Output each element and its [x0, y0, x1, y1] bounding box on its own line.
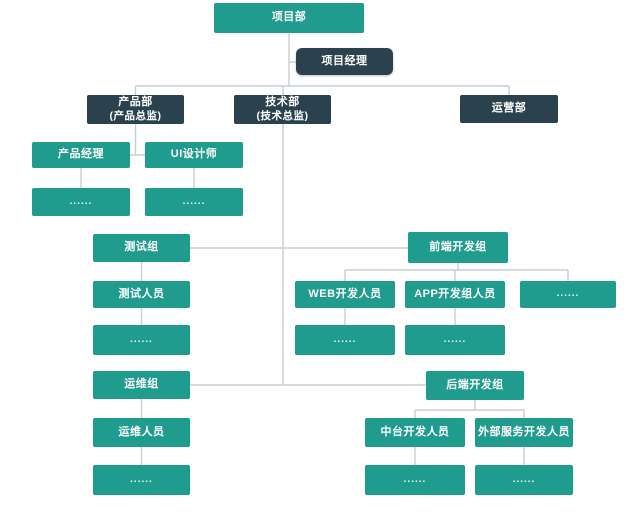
org-node-frontend-dev-group: 前端开发组 — [408, 232, 508, 263]
org-node-app-dev-more: ...... — [405, 325, 505, 355]
org-node-external-service-dev: 外部服务开发人员 — [475, 418, 573, 447]
org-node-label: ...... — [69, 195, 93, 207]
org-node-ops-staff: 运维人员 — [93, 418, 190, 447]
org-node-label: 技术部 — [265, 96, 300, 109]
org-node-label: ...... — [333, 333, 357, 345]
org-node-product-manager: 产品经理 — [32, 142, 130, 168]
org-node-label: ...... — [130, 333, 153, 345]
org-node-label: 前端开发组 — [429, 240, 487, 253]
org-node-label: 运维人员 — [118, 425, 165, 438]
org-node-frontend-more: ...... — [520, 281, 616, 308]
org-node-label: 项目部 — [271, 11, 307, 24]
org-node-label: ...... — [182, 195, 206, 207]
org-node-test-staff-more: ...... — [93, 325, 190, 355]
org-node-web-dev-staff: WEB开发人员 — [295, 281, 395, 308]
org-node-label: 项目经理 — [321, 54, 368, 67]
org-node-label: 运营部 — [491, 102, 527, 115]
org-node-label: 产品部 — [118, 96, 153, 109]
org-node-label: 测试人员 — [118, 287, 165, 300]
org-node-project-manager: 项目经理 — [296, 48, 393, 75]
org-node-external-service-more: ...... — [475, 465, 573, 495]
org-node-ops-staff-more: ...... — [93, 465, 190, 495]
org-node-ops-group: 运维组 — [93, 371, 190, 399]
org-node-label: ...... — [130, 473, 153, 485]
org-node-label: ...... — [443, 333, 467, 345]
org-node-midplatform-dev: 中台开发人员 — [365, 418, 465, 447]
org-node-label: 外部服务开发人员 — [478, 425, 570, 438]
org-node-label: 中台开发人员 — [380, 425, 450, 438]
org-node-label: WEB开发人员 — [308, 287, 382, 300]
org-node-sublabel: (技术总监) — [256, 109, 309, 122]
org-node-ui-designer: UI设计师 — [145, 142, 243, 168]
org-node-operations-dept: 运营部 — [460, 95, 558, 123]
org-node-label: 运维组 — [124, 378, 159, 391]
org-node-backend-dev-group: 后端开发组 — [426, 371, 524, 400]
org-node-web-dev-more: ...... — [295, 325, 395, 355]
org-node-label: 后端开发组 — [446, 378, 504, 391]
org-node-label: ...... — [556, 288, 580, 300]
org-node-app-dev-staff: APP开发组人员 — [405, 281, 505, 308]
org-node-product-dept: 产品部 (产品总监) — [87, 95, 184, 124]
org-node-midplatform-more: ...... — [365, 465, 465, 495]
org-node-tech-dept: 技术部 (技术总监) — [234, 95, 331, 124]
org-node-label: APP开发组人员 — [414, 287, 496, 300]
org-node-label: UI设计师 — [170, 148, 218, 161]
org-node-test-staff: 测试人员 — [93, 281, 190, 308]
org-node-label: 产品经理 — [58, 148, 104, 161]
org-node-test-group: 测试组 — [93, 234, 190, 262]
org-node-label: ...... — [512, 473, 536, 485]
org-node-project-dept: 项目部 — [214, 3, 364, 33]
org-node-label: ...... — [403, 473, 427, 485]
org-node-label: 测试组 — [124, 241, 159, 254]
org-node-sublabel: (产品总监) — [109, 109, 162, 122]
org-node-product-manager-more: ...... — [32, 188, 130, 216]
org-node-ui-designer-more: ...... — [145, 188, 243, 216]
